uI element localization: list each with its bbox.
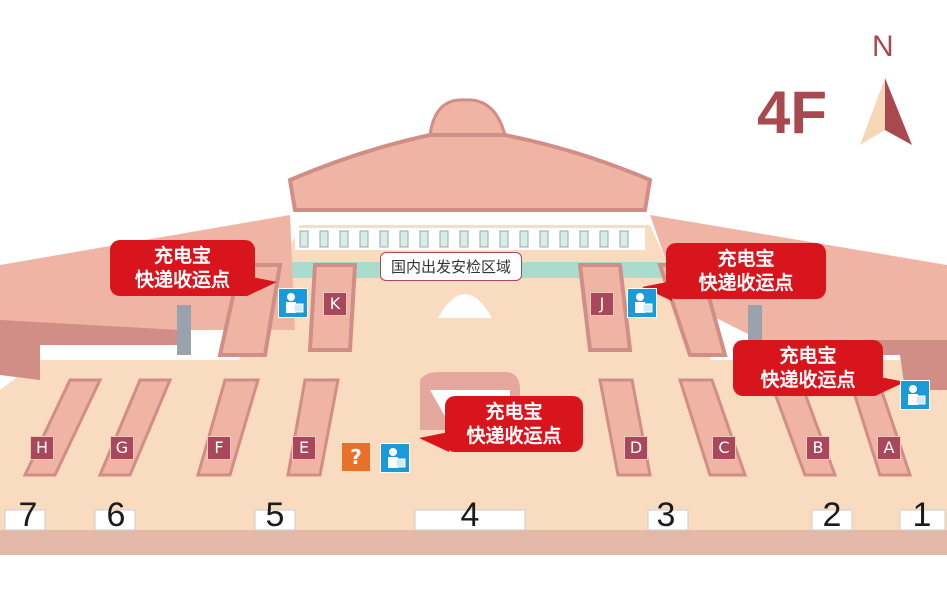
counter-j[interactable]: J xyxy=(590,292,614,316)
roof-wings xyxy=(287,133,653,212)
counter-f[interactable]: F xyxy=(207,436,231,460)
gate-5[interactable]: 5 xyxy=(265,496,285,534)
left-upper-slab-shadow xyxy=(0,320,180,345)
compass-arrow-icon xyxy=(860,78,912,145)
north-label: N xyxy=(872,30,894,63)
counter-g[interactable]: G xyxy=(110,436,134,460)
callout-line1: 充电宝 xyxy=(153,245,211,267)
courier-icon[interactable] xyxy=(278,288,308,318)
callout-pointer xyxy=(875,376,905,396)
gate-4[interactable]: 4 xyxy=(460,496,480,534)
escalator-left xyxy=(177,305,191,355)
gate-1[interactable]: 1 xyxy=(912,496,932,534)
powerbank-courier-callout[interactable]: 充电宝 快递收运点 xyxy=(642,243,826,301)
security-area-label: 国内出发安检区域 xyxy=(380,252,523,281)
courier-icon[interactable] xyxy=(627,288,657,318)
courier-icon[interactable] xyxy=(380,443,410,473)
floor-label: 4F xyxy=(757,79,828,146)
gate-doors xyxy=(4,509,946,531)
counter-c[interactable]: C xyxy=(712,436,736,460)
security-lane-marks xyxy=(299,230,629,248)
callout-line2: 快递收运点 xyxy=(698,272,794,294)
counter-k[interactable]: K xyxy=(323,292,347,316)
counter-e[interactable]: E xyxy=(292,436,316,460)
central-void-upper xyxy=(438,294,492,318)
callout-line2: 快递收运点 xyxy=(134,269,230,291)
counter-h[interactable]: H xyxy=(30,436,54,460)
escalator-right xyxy=(748,305,762,345)
powerbank-courier-callout[interactable]: 充电宝 快递收运点 xyxy=(733,340,905,396)
gate-2[interactable]: 2 xyxy=(822,496,842,534)
powerbank-courier-callout[interactable]: 充电宝 快递收运点 xyxy=(110,240,277,296)
callout-line2: 快递收运点 xyxy=(760,369,856,391)
counter-d[interactable]: D xyxy=(624,436,648,460)
gate-6[interactable]: 6 xyxy=(106,496,126,534)
callout-line2: 快递收运点 xyxy=(466,425,562,447)
callout-line1: 充电宝 xyxy=(779,345,837,367)
callout-line1: 充电宝 xyxy=(717,248,775,270)
gate-7[interactable]: 7 xyxy=(18,496,38,534)
information-desk-icon[interactable]: ? xyxy=(342,443,370,471)
courier-icon[interactable] xyxy=(900,380,930,410)
callout-pointer xyxy=(419,432,449,452)
gate-3[interactable]: 3 xyxy=(656,496,676,534)
powerbank-courier-callout[interactable]: 充电宝 快递收运点 xyxy=(419,396,583,452)
counter-b[interactable]: B xyxy=(806,436,830,460)
counter-a[interactable]: A xyxy=(877,436,901,460)
front-strip xyxy=(0,530,947,555)
callout-pointer xyxy=(247,276,277,296)
callout-line1: 充电宝 xyxy=(485,401,543,423)
left-slab-tip xyxy=(0,345,40,380)
